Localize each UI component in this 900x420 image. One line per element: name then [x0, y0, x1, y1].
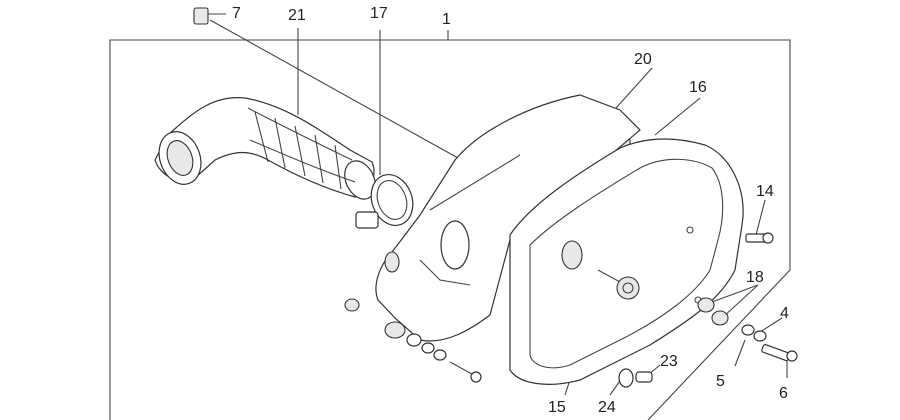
callout-21: 21	[288, 7, 306, 24]
airbox-housing-part	[375, 94, 641, 342]
callout-1: 1	[442, 11, 451, 28]
callout-7: 7	[232, 5, 241, 22]
callout-5: 5	[716, 373, 725, 390]
knob-screw-part	[597, 269, 640, 300]
callout-6: 6	[779, 385, 788, 402]
assembly-box-outline	[109, 39, 791, 420]
callout-4: 4	[780, 305, 789, 322]
callout-17: 17	[370, 5, 388, 22]
callout-18: 18	[746, 269, 764, 286]
callout-14: 14	[756, 183, 774, 200]
fitting-23-part	[635, 371, 653, 383]
callout-24: 24	[598, 399, 616, 416]
filter-cover-part	[509, 138, 744, 385]
callout-16: 16	[689, 79, 707, 96]
callout-23: 23	[660, 353, 678, 370]
hose-clamp-part	[355, 174, 414, 229]
callout-labels: 1 4 5 6 7 14 15 16 17 18 20 21 23 24	[232, 5, 789, 416]
screw-14-part	[745, 232, 774, 244]
callout-15: 15	[548, 399, 566, 416]
clip-part	[193, 7, 226, 25]
intake-duct-part	[154, 97, 376, 200]
washer-bolt-set-part	[741, 324, 798, 362]
left-bolt-stack-part	[344, 298, 482, 383]
hose-clip-24-part	[618, 368, 634, 388]
callout-20: 20	[634, 51, 652, 68]
grommet-18-part	[697, 297, 729, 326]
